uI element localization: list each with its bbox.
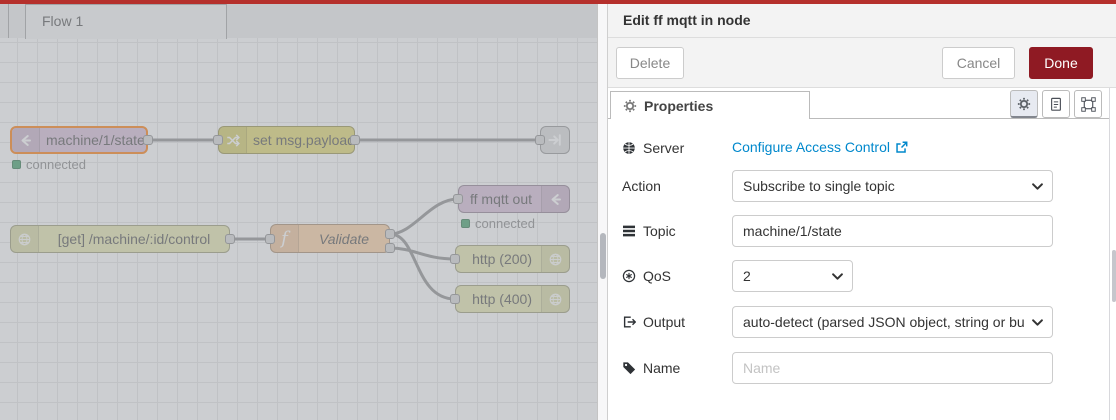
description-tab-button[interactable] [1042,90,1070,118]
output-port[interactable] [143,135,153,145]
qos-select[interactable]: 2 [732,260,853,292]
action-label: Action [622,178,661,194]
name-input[interactable] [732,352,1053,384]
output-port[interactable] [385,229,395,239]
server-label: Server [622,132,684,164]
appearance-tab-button[interactable] [1074,90,1102,118]
panel-button-tray: Delete Cancel Done [608,38,1116,88]
chevron-down-icon [1032,183,1043,190]
status-text: connected [26,157,86,172]
link-out-icon [547,132,563,148]
appearance-icon [1080,96,1096,112]
node-http-response-400[interactable]: http (400) [455,285,570,313]
node-status: connected [12,157,86,172]
status-dot-icon [12,160,21,169]
wire[interactable] [388,197,460,236]
node-mqtt-in[interactable]: machine/1/state [10,126,148,154]
output-port[interactable] [385,243,395,253]
external-link-icon [895,141,908,154]
node-label: set msg.payload [253,132,354,148]
action-select[interactable]: Subscribe to single topic [732,170,1053,202]
node-label: [get] /machine/:id/control [57,231,211,247]
workspace-scrollbar[interactable] [597,4,608,420]
function-f-icon: f [271,225,299,252]
input-port[interactable] [450,294,460,304]
gear-icon [1017,97,1031,111]
globe-icon [541,286,569,312]
configure-server-link[interactable]: Configure Access Control [732,139,908,155]
tab-label: Properties [644,97,714,114]
qos-label: QoS [622,260,671,292]
node-function[interactable]: f Validate [270,224,390,253]
cancel-button[interactable]: Cancel [942,47,1015,79]
node-mqtt-out[interactable]: ff mqtt out [458,185,570,213]
panel-scrollbar[interactable] [1109,88,1116,420]
node-label: http (400) [472,291,532,307]
sign-out-icon [622,315,636,329]
output-port[interactable] [225,234,235,244]
globe-icon [541,246,569,272]
topic-label: Topic [622,215,676,247]
node-http-response-200[interactable]: http (200) [455,245,570,273]
node-label: machine/1/state [46,132,145,148]
panel-title: Edit ff mqtt in node [608,4,1116,38]
output-select[interactable]: auto-detect (parsed JSON object, string … [732,306,1053,338]
chevron-down-icon [1032,319,1043,326]
name-label: Name [622,352,680,384]
node-label: ff mqtt out [470,191,532,207]
output-port[interactable] [350,135,360,145]
tag-icon [622,361,636,375]
status-dot-icon [461,219,470,228]
mqtt-icon [541,186,569,212]
list-icon [622,225,636,237]
done-button[interactable]: Done [1029,47,1093,79]
globe-icon [622,141,636,155]
wire[interactable] [388,232,457,301]
scrollbar-thumb[interactable] [600,233,606,279]
input-port[interactable] [213,135,223,145]
document-icon [1049,97,1063,112]
input-port[interactable] [265,234,275,244]
scrollbar-thumb[interactable] [1112,250,1116,302]
node-label: Validate [318,230,370,247]
status-text: connected [475,216,535,231]
edit-node-panel: Edit ff mqtt in node Delete Cancel Done … [608,4,1116,420]
node-http-in[interactable]: [get] /machine/:id/control [10,225,230,253]
delete-button[interactable]: Delete [616,47,684,79]
edit-tabs-divider [608,118,1109,119]
gear-icon [623,99,637,113]
flow-workspace[interactable]: Flow 1 machine/1/state connected set ms [0,4,597,420]
input-port[interactable] [450,254,460,264]
shuffle-icon [219,127,247,153]
tab-properties[interactable]: Properties [610,91,810,119]
topic-input[interactable] [732,215,1053,247]
properties-tab-button[interactable] [1010,90,1038,118]
qos-asterisk-icon [622,269,636,283]
globe-icon [11,226,39,252]
deploy-header-bar [0,0,1116,4]
chevron-down-icon [832,273,843,280]
output-label: Output [622,306,685,338]
wire[interactable] [388,246,457,261]
mqtt-icon [12,128,40,152]
node-status: connected [461,216,535,231]
node-label: http (200) [472,251,532,267]
input-port[interactable] [453,194,463,204]
node-change[interactable]: set msg.payload [218,126,355,154]
input-port[interactable] [535,135,545,145]
